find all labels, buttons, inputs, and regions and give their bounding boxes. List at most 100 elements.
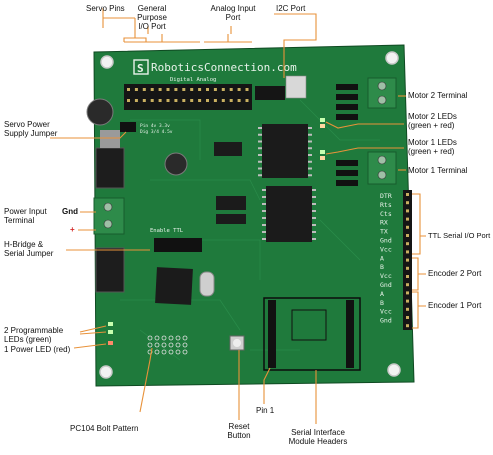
header-pin xyxy=(245,99,249,102)
pc104-hole xyxy=(161,335,167,341)
chip-leg xyxy=(308,160,312,163)
screw-icon xyxy=(377,81,387,91)
label-i2c-port: I2C Port xyxy=(276,4,306,13)
header-pin xyxy=(142,99,146,102)
chip-leg xyxy=(258,127,262,129)
motor1-led-green xyxy=(320,150,325,154)
chip-legs xyxy=(258,127,316,240)
uart-silk-label: Gnd xyxy=(380,281,392,289)
header-pin xyxy=(198,99,202,102)
header-pin xyxy=(127,99,130,102)
screw-icon xyxy=(377,170,387,180)
header-pin xyxy=(142,88,146,91)
chip-leg xyxy=(308,133,312,136)
uart-silk-label: RX xyxy=(380,219,388,227)
brand-name: RoboticsConnection.com xyxy=(151,61,297,74)
i2c-connector-2 xyxy=(285,75,307,99)
header-pin xyxy=(182,88,186,91)
motor1-diodes xyxy=(336,160,358,186)
right-header-pin xyxy=(406,299,409,303)
chip-leg xyxy=(308,167,312,170)
chip-leg xyxy=(262,238,266,240)
motor1-led-red xyxy=(320,156,325,160)
regulator-2 xyxy=(95,247,125,293)
chip-leg xyxy=(312,231,316,233)
right-header-pin xyxy=(406,258,409,262)
label-reset: Reset Button xyxy=(227,422,251,440)
chip-leg xyxy=(262,203,266,205)
right-header-pin xyxy=(406,266,409,270)
chip-leg xyxy=(312,238,316,240)
chip-leg xyxy=(258,147,262,150)
uart-silk-label: DTR xyxy=(380,192,392,200)
chip-leg xyxy=(262,210,266,212)
small-ic-3 xyxy=(216,214,246,224)
mount-hole xyxy=(387,363,401,377)
right-header-pin xyxy=(406,209,409,213)
motor2-led-green xyxy=(320,118,325,122)
right-header-pin xyxy=(406,324,409,328)
label-motor1-leds: Motor 1 LEDs (green + red) xyxy=(408,138,457,156)
uart-silk-label: B xyxy=(380,299,384,307)
header-pin xyxy=(158,88,162,91)
pc104-mount-holes xyxy=(99,51,401,379)
right-header-pin xyxy=(406,217,409,221)
serial-header-right xyxy=(346,300,354,368)
right-header-pin xyxy=(406,291,409,295)
screw-icon xyxy=(377,95,387,105)
uart-silk-label: TX xyxy=(380,228,388,236)
chip-leg xyxy=(258,174,262,177)
pc104-hole xyxy=(182,342,188,348)
serial-module-outline xyxy=(263,297,361,371)
uart-silk-label: A xyxy=(380,254,384,262)
chip-leg xyxy=(312,196,316,198)
chip-leg xyxy=(312,203,316,205)
small-silk-1: Pin 4v 3.3v xyxy=(140,123,170,129)
label-motor2-terminal: Motor 2 Terminal xyxy=(408,91,468,100)
mount-hole xyxy=(100,55,114,69)
header-pin xyxy=(174,88,178,91)
crystal xyxy=(199,271,215,297)
header-pin xyxy=(245,88,249,91)
label-analog-port: Analog Input Port xyxy=(210,4,256,22)
screw-icon xyxy=(377,155,387,165)
prog-led-1 xyxy=(108,322,113,326)
uart-silk-label: Cts xyxy=(380,210,392,218)
chip-leg xyxy=(308,154,312,156)
chip-leg xyxy=(258,160,262,163)
pc104-hole xyxy=(168,342,174,348)
header-pin xyxy=(237,88,241,91)
header-pin xyxy=(150,99,154,102)
uart-silk-label: Vcc xyxy=(380,308,392,316)
reset-button-cap xyxy=(233,339,241,347)
header-pin xyxy=(206,88,209,91)
prog-led-2 xyxy=(108,330,113,334)
small-ic-1 xyxy=(214,142,242,156)
right-header-pin xyxy=(406,242,409,246)
pc104-hole xyxy=(147,342,153,348)
capacitor-2 xyxy=(164,152,188,176)
header-pin xyxy=(190,88,194,91)
uart-silk-label: Gnd xyxy=(380,317,392,325)
header-pin xyxy=(134,88,138,91)
label-motor1-terminal: Motor 1 Terminal xyxy=(408,166,468,175)
pc104-hole xyxy=(182,349,188,355)
header-pin xyxy=(150,88,154,91)
serial-header-left xyxy=(268,300,276,368)
chip-leg xyxy=(258,140,262,143)
header-pin xyxy=(174,99,178,102)
i2c-connector xyxy=(255,86,285,100)
pc104-hole-pattern xyxy=(147,335,188,355)
regulator-1 xyxy=(95,147,125,189)
uart-silk-label: A xyxy=(380,290,384,298)
header-pin xyxy=(190,99,194,102)
label-serial-headers: Serial Interface Module Headers xyxy=(288,428,348,446)
leader-lines xyxy=(50,8,426,424)
chip-leg xyxy=(308,174,312,177)
chip-leg xyxy=(262,196,266,198)
chip-leg xyxy=(258,167,262,170)
chip-leg xyxy=(258,154,262,156)
pc104-hole xyxy=(147,335,153,341)
power-led xyxy=(108,341,113,345)
